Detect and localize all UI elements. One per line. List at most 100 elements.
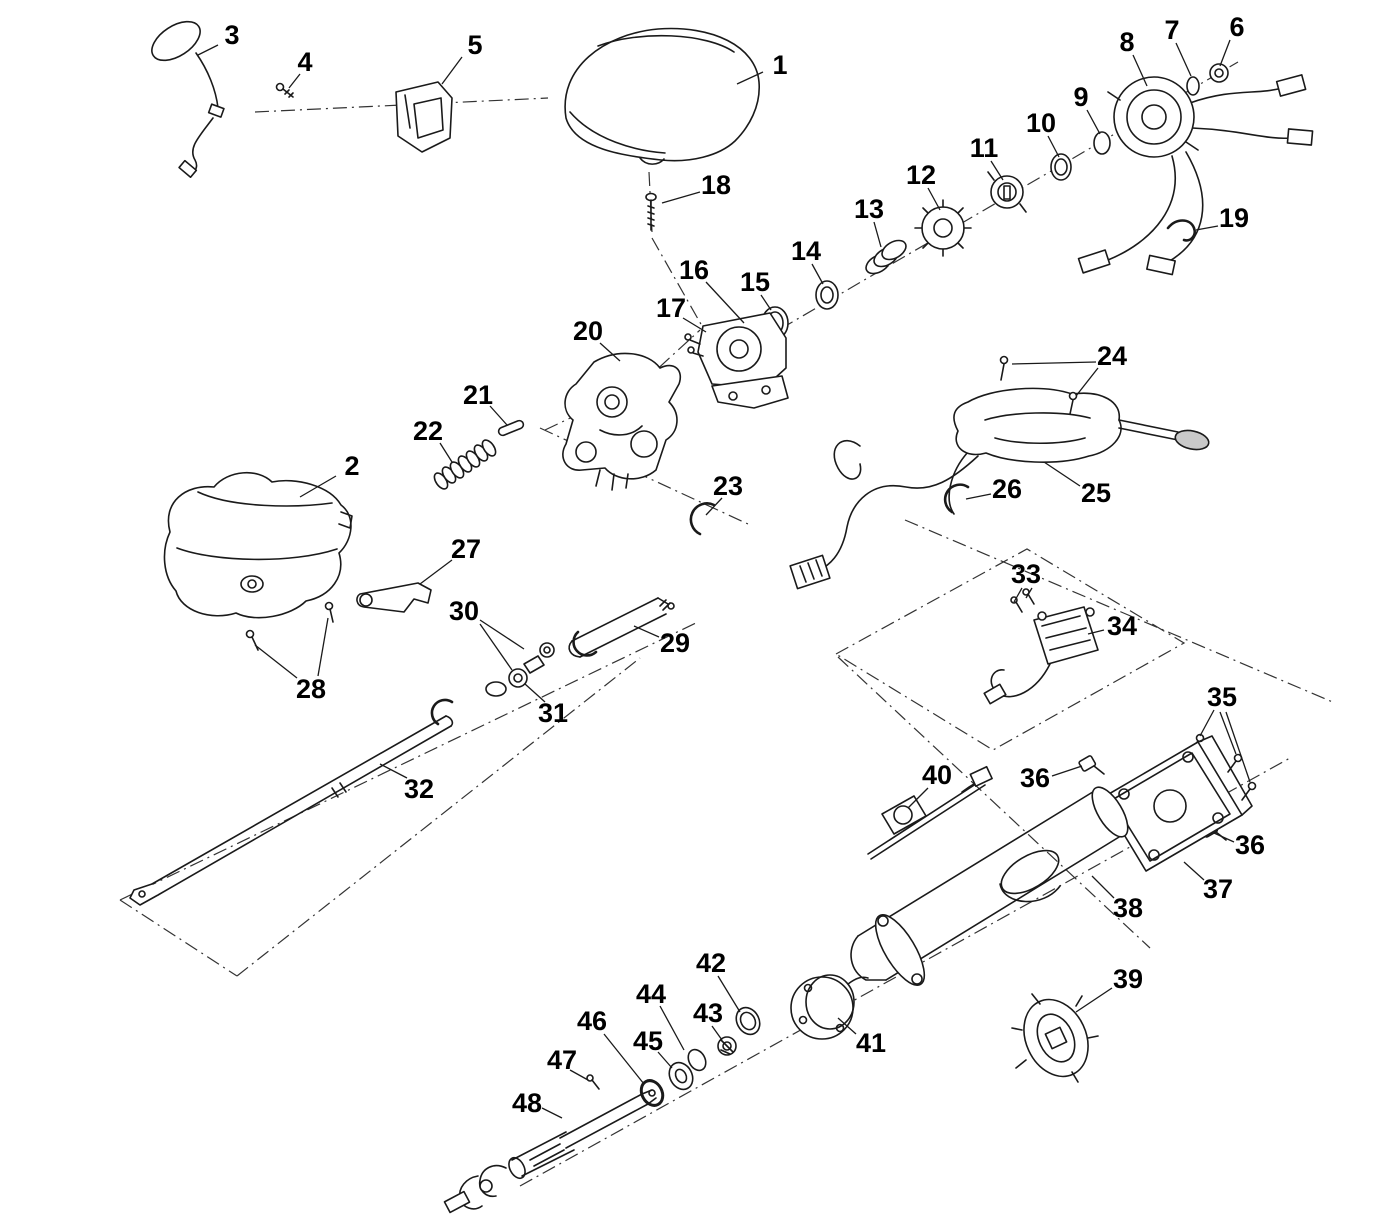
leader-line-24 [1011,361,1097,365]
leader-line-34 [1087,629,1105,635]
part-star-washer [914,199,972,257]
leader-line-22 [439,442,453,463]
leader-line-9 [1086,109,1101,135]
leader-line-39 [1075,987,1113,1013]
callout-36: 36 [1235,830,1265,860]
callout-18: 18 [701,170,731,200]
callout-4: 4 [297,47,312,77]
part-ring-10 [1050,153,1072,181]
part-hazard-switch [395,81,453,153]
leader-line-30 [479,623,513,671]
callout-23: 23 [713,471,743,501]
leader-line-4 [288,73,301,89]
callout-1: 1 [772,50,787,80]
callout-24: 24 [1097,341,1127,371]
callout-layer: 1234567891011121314151617181920212223242… [197,12,1265,1119]
leader-line-35 [1225,711,1251,783]
callout-3: 3 [224,20,239,50]
part-column-jacket [850,786,1129,986]
part-screw-18 [645,192,657,231]
callout-11: 11 [970,133,999,163]
part-lower-shroud [163,471,353,619]
part-screw-4 [275,82,294,98]
leader-line-8 [1132,54,1148,87]
part-ring-9 [1093,131,1111,155]
callout-37: 37 [1203,874,1233,904]
part-washer-45 [668,1061,694,1091]
leader-line-13 [873,221,882,248]
leader-line-31 [524,683,546,703]
callout-44: 44 [636,979,666,1009]
part-coil-spring-22 [433,439,497,490]
leader-line-10 [1047,135,1060,158]
callout-29: 29 [660,628,690,658]
part-retainer-ring [1011,993,1099,1083]
part-support-bracket [1101,735,1253,872]
callout-43: 43 [693,998,723,1028]
callout-31: 31 [538,698,568,728]
part-multifunction-switch [789,355,1210,590]
callout-9: 9 [1073,82,1088,112]
callout-17: 17 [656,293,686,323]
leader-line-7 [1175,42,1192,77]
leader-line-2 [299,475,337,498]
callout-6: 6 [1229,12,1244,42]
leader-line-11 [990,160,1004,181]
leader-line-32 [379,763,408,779]
part-screw-47 [586,1074,600,1090]
leader-line-3 [197,44,219,56]
leader-line-48 [541,1107,563,1119]
leader-line-46 [603,1033,645,1085]
callout-30: 30 [449,596,479,626]
leader-line-24 [1075,367,1099,397]
leader-line-16 [705,281,745,324]
leader-line-28 [317,617,329,677]
callout-28: 28 [296,674,326,704]
part-screws-28 [245,601,334,651]
part-lock-cylinder [987,171,1027,213]
callout-10: 10 [1026,108,1056,138]
callout-27: 27 [451,534,481,564]
leader-line-14 [811,263,824,285]
leader-line-45 [657,1051,673,1069]
leader-line-18 [661,191,701,204]
leader-line-35 [1219,711,1237,755]
leader-line-43 [711,1025,723,1041]
leader-line-41 [837,1017,857,1035]
leader-line-12 [927,187,941,211]
part-bearing-43 [717,1036,737,1056]
callout-39: 39 [1113,964,1143,994]
callout-45: 45 [633,1026,663,1056]
part-ignition-switch-housing [684,312,789,409]
leader-line-36 [1051,765,1083,777]
leader-line-1 [736,71,764,85]
leader-line-25 [1043,461,1081,487]
leader-line-26 [965,493,992,500]
part-clockspring-coil [1077,74,1314,276]
leader-line-28 [254,644,298,679]
part-lock-housing [562,352,681,491]
callout-42: 42 [696,948,726,978]
leader-line-37 [1183,861,1205,881]
leader-line-44 [659,1005,685,1051]
part-ring-42 [735,1006,761,1036]
callout-33: 33 [1011,559,1041,589]
leader-line-47 [569,1069,589,1081]
part-pivot-switch [867,765,993,860]
callout-20: 20 [573,316,603,346]
leader-line-23 [705,497,723,516]
part-hook-clip-19 [1166,219,1196,242]
leader-line-5 [441,56,463,85]
leader-line-36 [1213,832,1235,843]
callout-36: 36 [1020,763,1050,793]
callout-48: 48 [512,1088,542,1118]
callout-35: 35 [1207,682,1237,712]
callout-14: 14 [791,236,821,266]
leader-line-17 [682,317,707,333]
callout-26: 26 [992,474,1022,504]
callout-13: 13 [854,194,884,224]
leader-line-33 [1013,587,1023,603]
part-upper-shroud [564,27,760,165]
part-turn-signal-lever [151,20,225,179]
